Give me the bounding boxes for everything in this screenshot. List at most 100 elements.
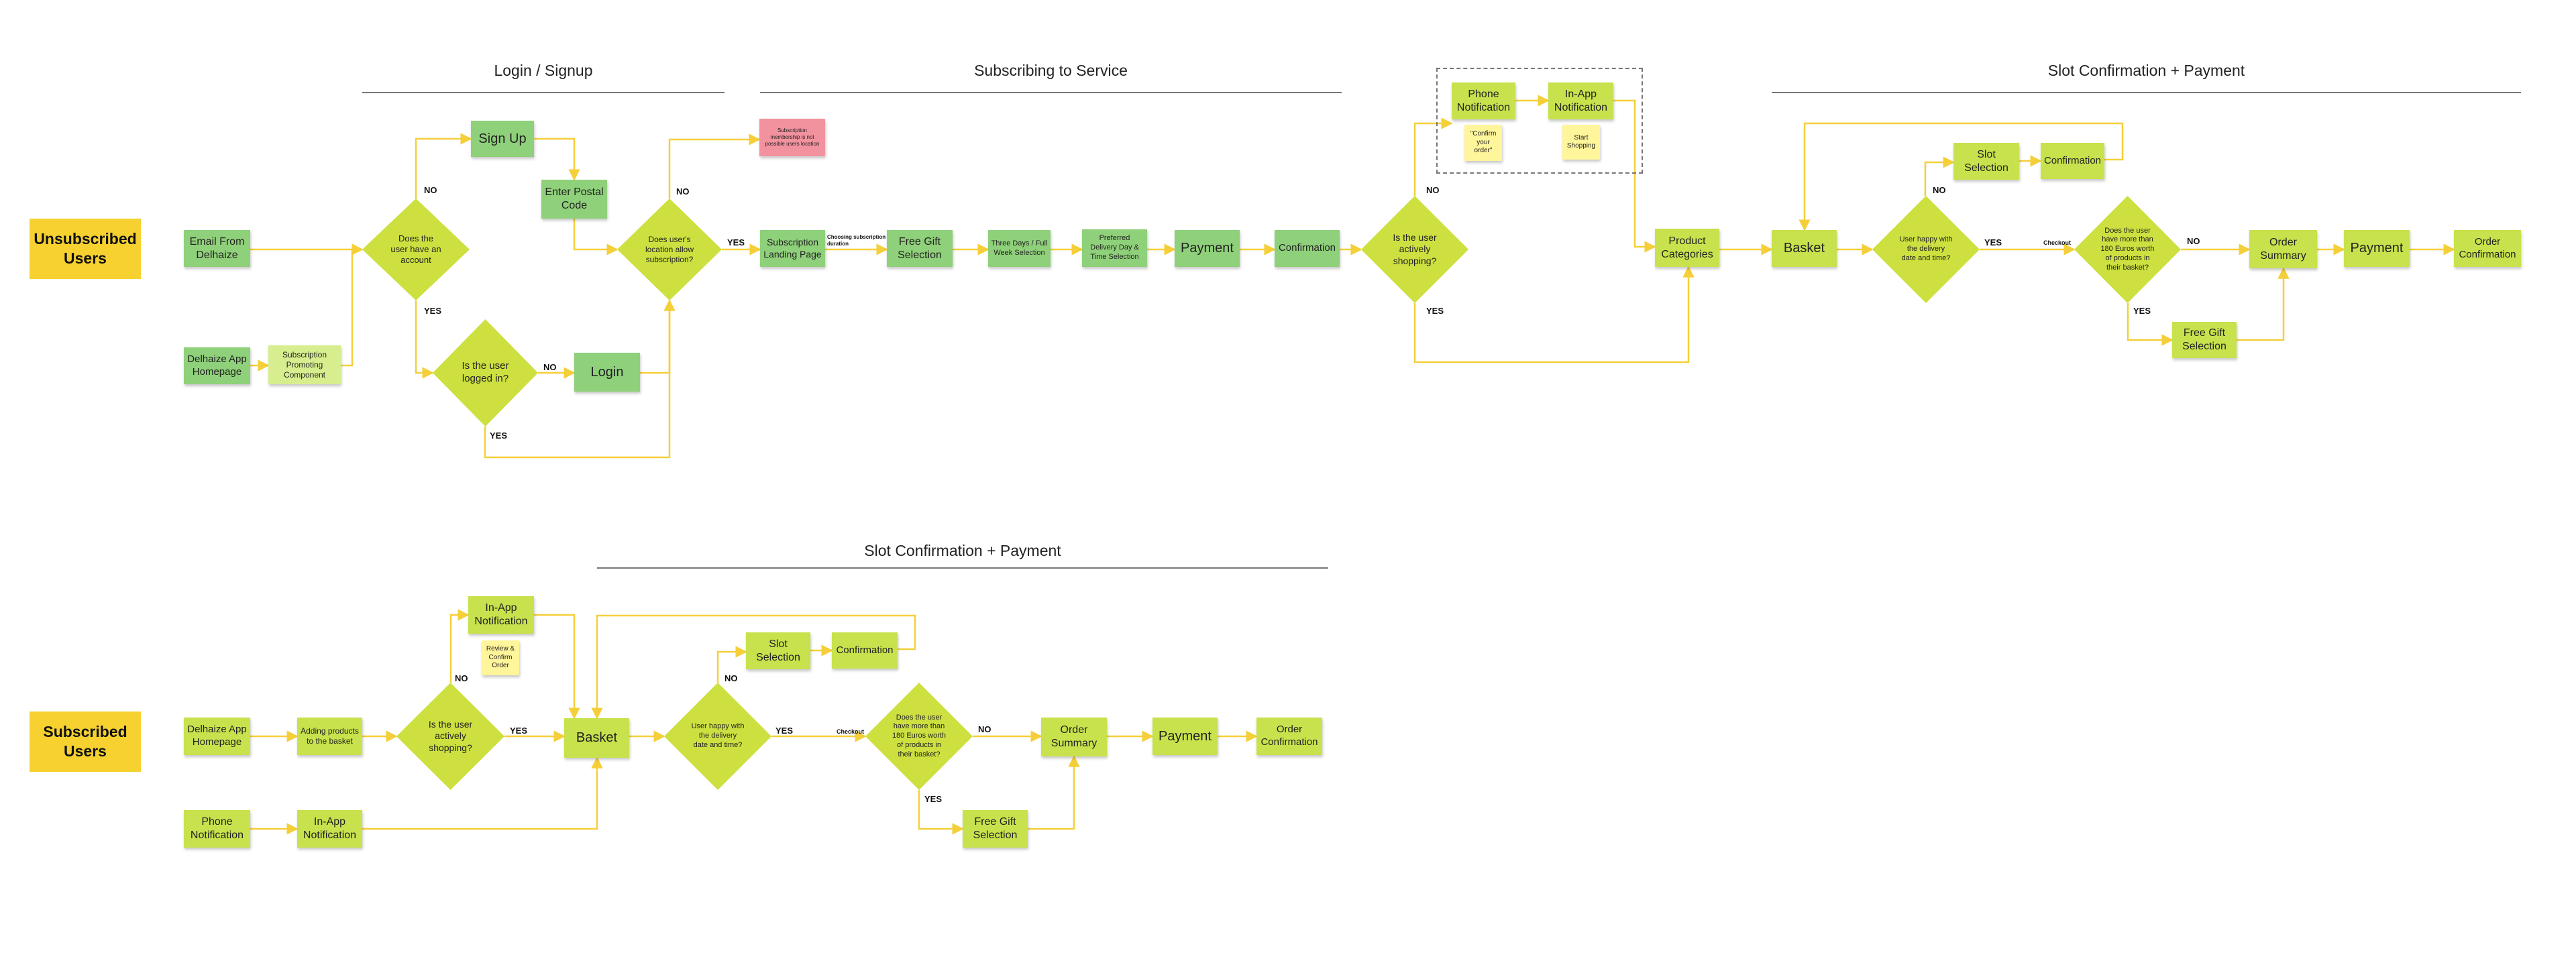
node-basket[interactable]: Basket — [1772, 230, 1837, 267]
decision2-over-180[interactable]: Does the user have more than 180 Euros w… — [865, 683, 973, 790]
node-sign-up[interactable]: Sign Up — [471, 121, 534, 157]
label2-yes-180: YES — [924, 794, 943, 804]
decision-have-account[interactable]: Does the user have an account — [362, 198, 470, 300]
row-title-subscribed: Subscribed Users — [30, 712, 141, 772]
notification-group-frame — [1436, 68, 1643, 174]
node2-inapp-notification[interactable]: In-App Notification — [297, 810, 362, 848]
header-rule-slot-2 — [597, 567, 1328, 569]
label2-yes-delivery: YES — [775, 726, 794, 736]
edge-confirmation-loop-to-basket — [1799, 122, 2124, 231]
node-three-days[interactable]: Three Days / Full Week Selection — [988, 230, 1051, 267]
header-slot-2: Slot Confirmation + Payment — [864, 542, 1061, 559]
node-enter-postal-code[interactable]: Enter Postal Code — [541, 180, 607, 219]
header-rule-subscribing — [760, 92, 1342, 93]
node-inapp-notification[interactable]: In-App Notification — [1548, 82, 1613, 119]
node2-app-homepage[interactable]: Delhaize App Homepage — [184, 718, 250, 755]
note2-review-confirm: Review & Confirm Order — [482, 640, 519, 675]
node-slot-selection[interactable]: Slot Selection — [1953, 143, 2019, 180]
edge-q-location-no-to-note — [668, 133, 761, 198]
note-confirm-order: "Confirm your order" — [1464, 125, 1502, 161]
node-subscription-component[interactable]: Subscription Promoting Component — [268, 345, 341, 384]
node-preferred-delivery[interactable]: Preferred Delivery Day & Time Selection — [1082, 229, 1147, 267]
label2-no-delivery: NO — [724, 673, 738, 683]
node-order-summary[interactable]: Order Summary — [2249, 230, 2317, 268]
edge2-inapp-to-basket — [362, 756, 603, 830]
label-no-180: NO — [2187, 236, 2200, 246]
label-no-delivery: NO — [1933, 185, 1946, 195]
label-yes-location: YES — [727, 237, 745, 247]
edge2-inapp-top-to-basket — [534, 614, 580, 720]
edge2-q-delivery-no-to-slot — [716, 646, 747, 683]
node-payment-2[interactable]: Payment — [2344, 230, 2410, 267]
edge-q-logged-yes-to-q-location — [484, 300, 671, 459]
edge-q-delivery-no-to-slot — [1924, 156, 1955, 196]
decision2-delivery-happy[interactable]: User happy with the delivery date and ti… — [664, 683, 771, 790]
decision-location[interactable]: Does user's location allow subscription? — [617, 198, 722, 300]
edge2-q-180-yes-to-freegift — [918, 790, 964, 835]
edge2-confirmation-loop-to-basket — [591, 614, 916, 720]
edge-q-account-yes-to-q-logged — [415, 300, 434, 379]
label2-yes-shopping: YES — [510, 726, 528, 736]
label-checkout: Checkout — [2043, 239, 2072, 246]
edge-subcomp-to-q-account — [341, 248, 362, 367]
node-email-from-delhaize[interactable]: Email From Delhaize — [184, 230, 250, 267]
node2-basket[interactable]: Basket — [564, 718, 629, 758]
header-rule-login — [362, 92, 724, 93]
note-location-not-possible: Subscription membership is not possible … — [759, 119, 825, 156]
edge-q-account-no-to-signup — [415, 133, 472, 198]
header-login: Login / Signup — [494, 62, 593, 79]
label-yes-shopping: YES — [1426, 306, 1444, 316]
node2-slot-confirmation[interactable]: Confirmation — [832, 632, 898, 669]
node-app-homepage[interactable]: Delhaize App Homepage — [184, 347, 250, 384]
node2-adding-products[interactable]: Adding products to the basket — [297, 718, 362, 755]
decision-over-180[interactable]: Does the user have more than 180 Euros w… — [2074, 196, 2181, 303]
edge-postal-to-q-location — [573, 213, 619, 255]
decision2-actively-shopping[interactable]: Is the user actively shopping? — [396, 683, 504, 790]
edge-inapp-to-categories — [1613, 99, 1656, 253]
node-phone-notification[interactable]: Phone Notification — [1452, 82, 1515, 119]
node2-inapp-notification-top[interactable]: In-App Notification — [468, 596, 534, 634]
edge-q-shopping-yes-to-categories — [1413, 266, 1695, 363]
node2-order-summary[interactable]: Order Summary — [1041, 718, 1107, 756]
decision-logged-in[interactable]: Is the user logged in? — [433, 319, 538, 426]
edge-login-to-q-location — [640, 299, 676, 374]
edge-signup-to-postal — [534, 137, 580, 181]
label-no-logged: NO — [543, 362, 557, 372]
note-start-shopping: Start Shopping — [1562, 125, 1600, 160]
header-slot: Slot Confirmation + Payment — [2047, 62, 2245, 79]
node2-order-confirmation[interactable]: Order Confirmation — [1256, 718, 1322, 755]
node2-payment[interactable]: Payment — [1152, 718, 1218, 755]
node-free-gift-2[interactable]: Free Gift Selection — [2172, 322, 2237, 358]
label-yes-logged: YES — [490, 431, 508, 441]
label-choosing-duration: Choosing subscription duration — [827, 234, 886, 247]
row-title-unsubscribed: Unsubscribed Users — [30, 219, 141, 279]
label2-no-shopping: NO — [455, 673, 468, 683]
header-subscribing: Subscribing to Service — [974, 62, 1128, 79]
node-subscription-landing[interactable]: Subscription Landing Page — [760, 230, 825, 267]
label-no-account: NO — [424, 185, 437, 195]
label2-checkout: Checkout — [837, 728, 865, 735]
node-confirmation[interactable]: Confirmation — [1275, 230, 1340, 267]
node2-slot-selection[interactable]: Slot Selection — [746, 632, 810, 669]
node-slot-confirmation[interactable]: Confirmation — [2041, 143, 2104, 179]
edge2-q-shopping-no-to-inapp-top — [449, 609, 470, 683]
decision-actively-shopping[interactable]: Is the user actively shopping? — [1361, 196, 1468, 303]
decision-delivery-happy[interactable]: User happy with the delivery date and ti… — [1872, 196, 1980, 303]
node-payment[interactable]: Payment — [1175, 230, 1240, 267]
node2-free-gift[interactable]: Free Gift Selection — [963, 810, 1028, 848]
label-no-shopping: NO — [1426, 185, 1440, 195]
label-yes-180: YES — [2133, 306, 2151, 316]
edge2-freegift-to-summary — [1028, 755, 1080, 830]
node-free-gift[interactable]: Free Gift Selection — [887, 230, 953, 267]
node-product-categories[interactable]: Product Categories — [1655, 229, 1719, 267]
node-login[interactable]: Login — [574, 353, 640, 392]
node2-phone-notification[interactable]: Phone Notification — [184, 810, 250, 848]
label-yes-delivery: YES — [1984, 237, 2002, 247]
edge-freegift2-to-summary — [2237, 267, 2290, 341]
edge-q-180-yes-to-freegift — [2127, 303, 2174, 346]
node-order-confirmation[interactable]: Order Confirmation — [2454, 230, 2521, 267]
edge-q-shopping-no-to-phone — [1413, 117, 1453, 196]
label2-no-180: NO — [978, 724, 991, 734]
